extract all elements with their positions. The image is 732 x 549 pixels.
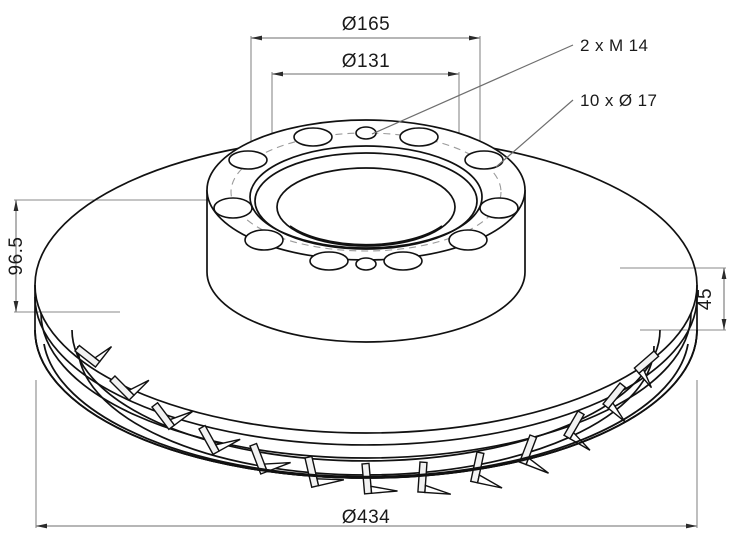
hat-bottom-arc — [206, 271, 526, 343]
hub-section — [206, 119, 526, 343]
vane — [417, 461, 452, 495]
bolt-hole — [293, 127, 333, 147]
dimension-arrow-lines — [13, 35, 727, 529]
note-labels: 2 x M 14 10 x Ø 17 — [580, 36, 657, 110]
label-height-965: 96.5 — [6, 237, 27, 276]
cooling-vanes — [74, 344, 660, 495]
vane — [633, 350, 660, 389]
bolt-hole — [244, 229, 284, 251]
bolt-hole — [309, 251, 349, 271]
vent-inner-ring-lower — [77, 345, 655, 476]
disc-outer-wall — [34, 285, 698, 479]
disc-bottom-face-top — [34, 329, 698, 479]
vane — [304, 455, 345, 489]
label-phi-131: Ø131 — [342, 51, 390, 72]
threaded-hole-m14 — [355, 126, 377, 140]
vane — [198, 424, 241, 456]
vane — [518, 434, 549, 474]
disc-lower-outline — [34, 329, 698, 479]
bolt-hole — [228, 150, 268, 170]
leader-lines — [371, 44, 574, 168]
bolt-hole — [464, 150, 504, 170]
leader-hole-17 — [495, 99, 574, 168]
note-through-holes: 10 x Ø 17 — [580, 91, 657, 110]
bolt-hole — [383, 251, 423, 271]
dimension-labels: Ø165 Ø131 Ø434 96.5 45 — [6, 14, 716, 528]
bolt-hole — [399, 127, 439, 147]
label-phi-165: Ø165 — [342, 14, 390, 35]
vane — [151, 401, 194, 431]
disc-bottom-arc-outer — [34, 329, 698, 479]
vane — [109, 375, 150, 402]
hub-bore-inner-arc — [289, 225, 443, 246]
hub-recess-outer-2 — [254, 152, 478, 250]
label-thickness-45: 45 — [695, 288, 716, 310]
note-threaded-holes: 2 x M 14 — [580, 36, 648, 55]
label-phi-434: Ø434 — [342, 507, 390, 528]
vane — [602, 382, 627, 423]
hub-center-bore — [276, 167, 456, 247]
bolt-hole — [213, 197, 253, 219]
hub-recess-outer — [249, 145, 483, 249]
disc-bottom-arc-inner — [43, 343, 689, 478]
bolt-hole — [479, 197, 519, 219]
dimension-lines — [14, 36, 726, 528]
disc-rim-edge-lower — [40, 312, 692, 459]
threaded-holes — [355, 126, 377, 271]
leader-m14 — [371, 44, 574, 135]
vane-group — [74, 344, 660, 495]
bolt-hole — [448, 229, 488, 251]
vane — [74, 344, 113, 368]
bolt-holes — [213, 127, 519, 271]
vent-inner-ring-upper — [71, 329, 661, 462]
threaded-hole-m14 — [355, 257, 377, 271]
disc-rim-edge-upper — [34, 296, 698, 446]
